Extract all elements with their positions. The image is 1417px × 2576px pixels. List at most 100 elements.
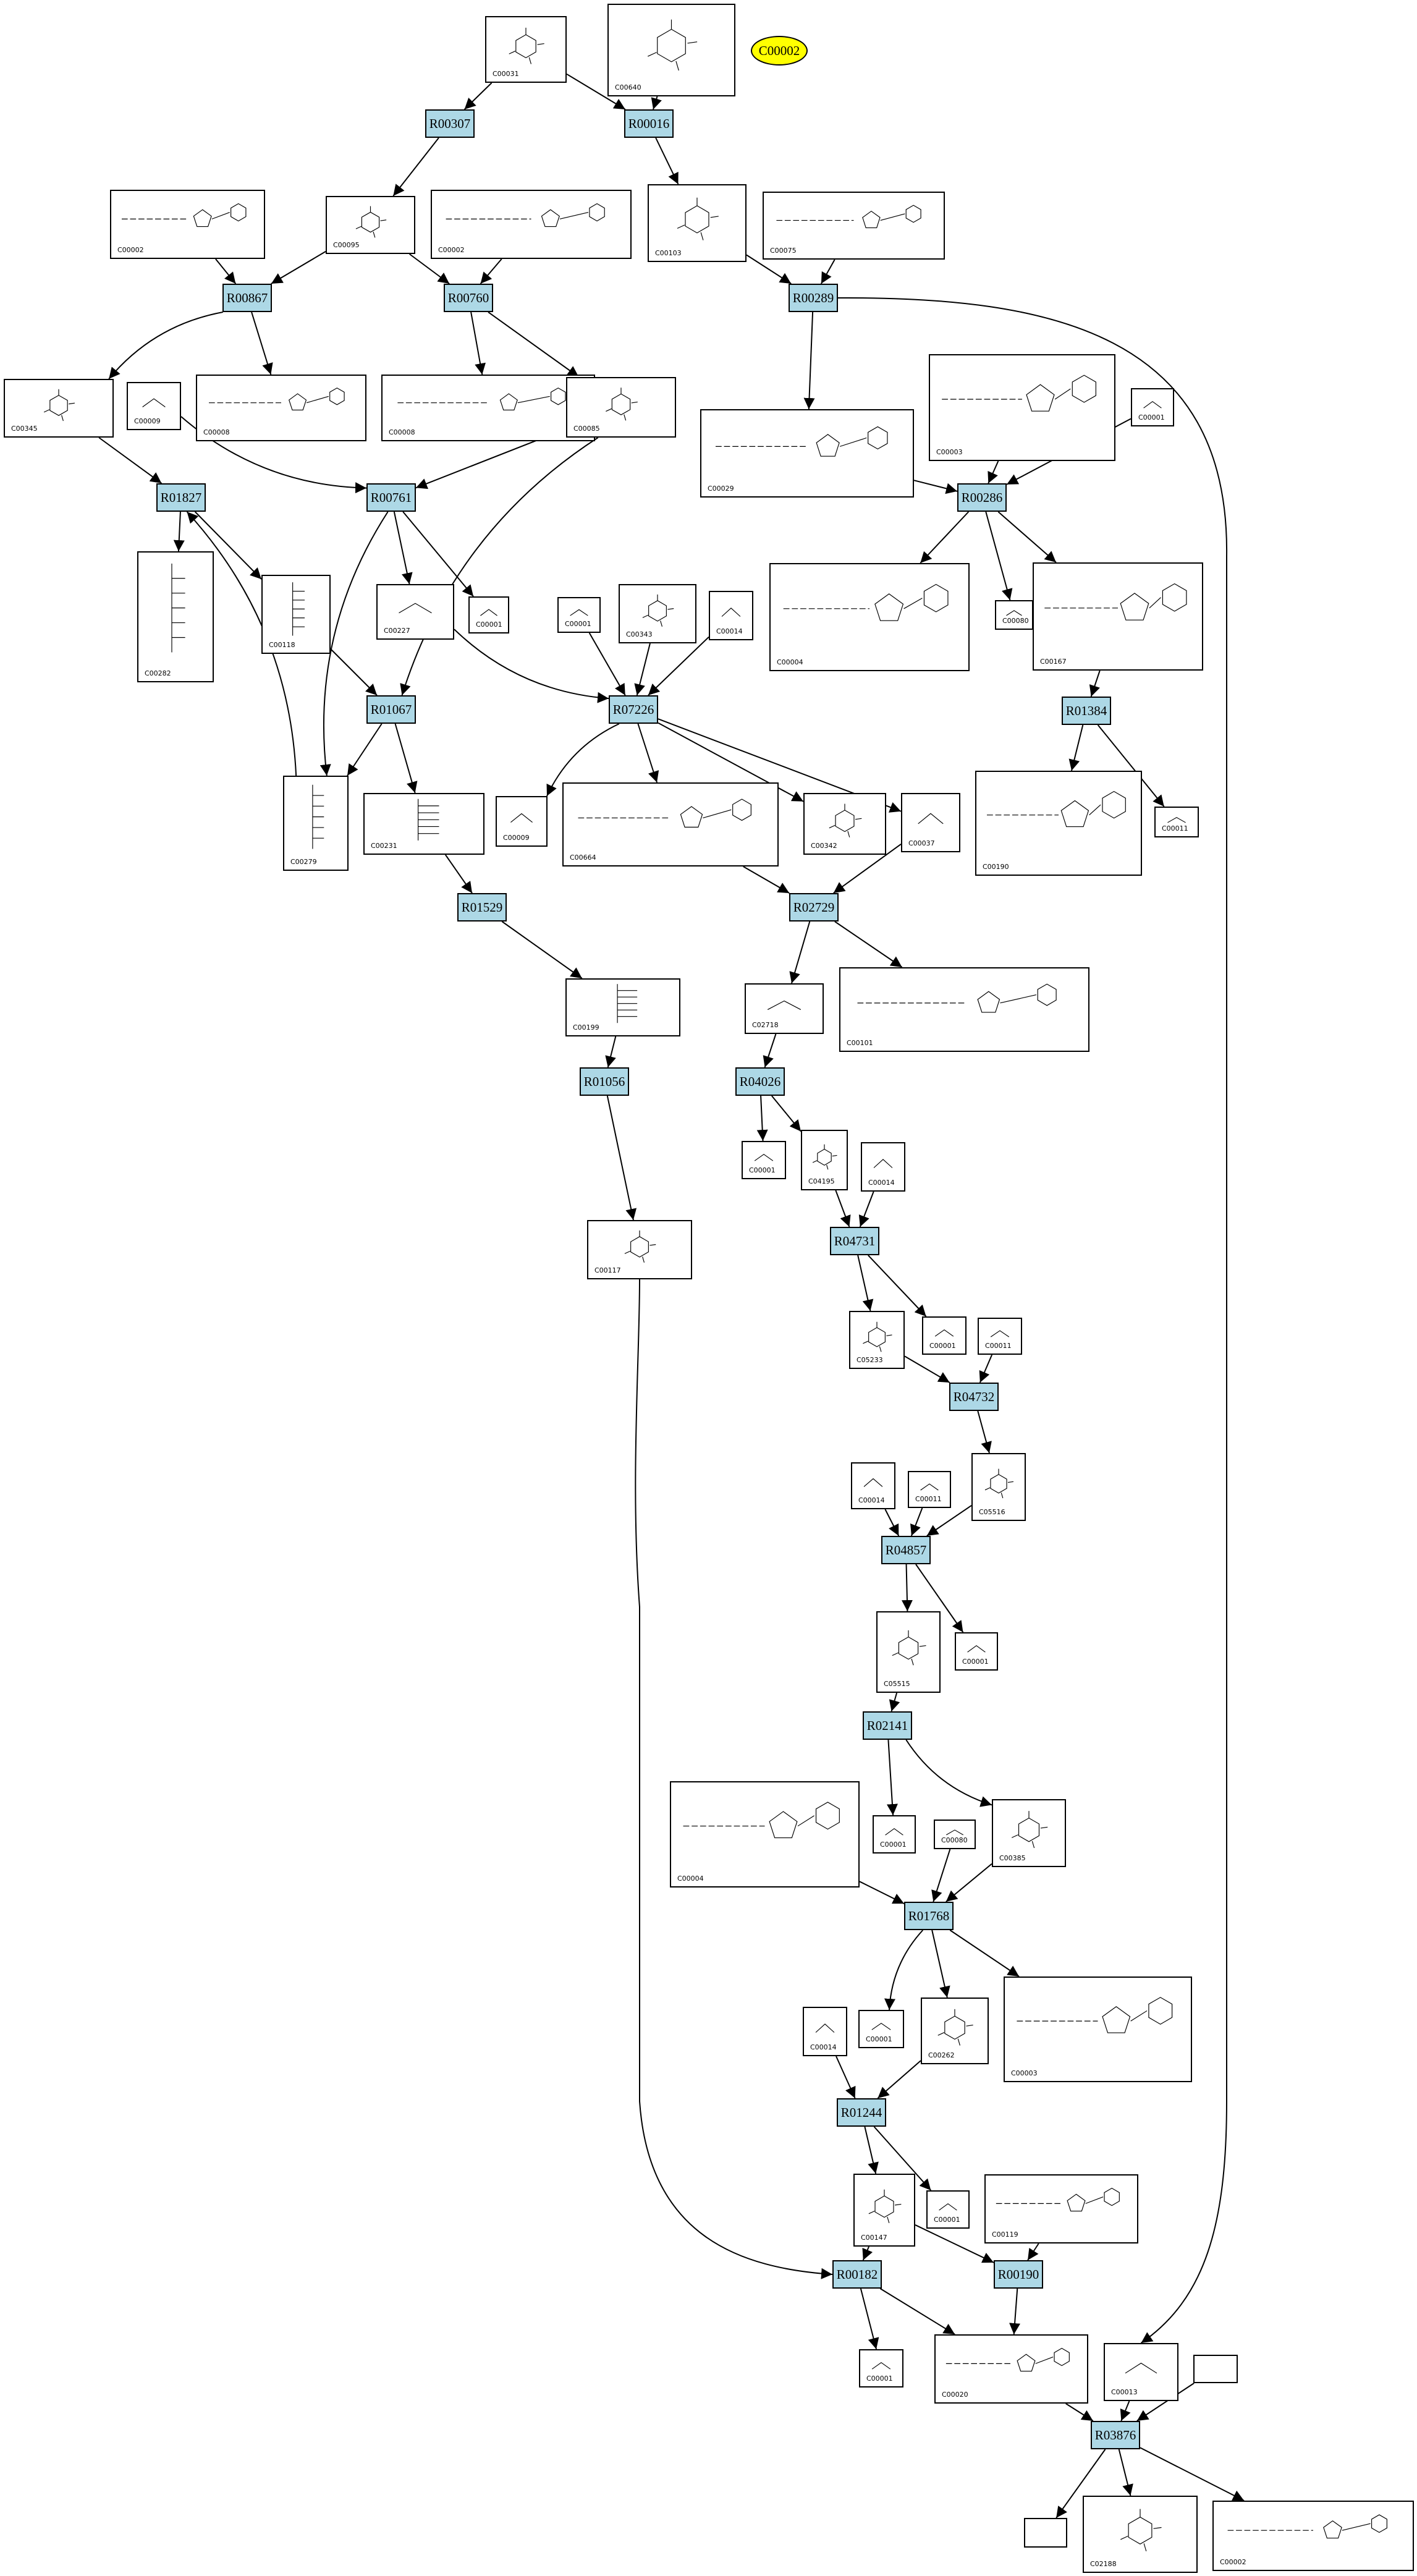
compound-c00080-c24[interactable]: C00080 [995, 600, 1033, 630]
compound-c00231-c27[interactable]: C00231 [363, 793, 484, 855]
compound-c00095-c4[interactable]: C00095 [326, 196, 415, 254]
compound-c00011-c43[interactable]: C00011 [978, 1318, 1022, 1355]
compound-c00190-c32[interactable]: C00190 [975, 771, 1142, 876]
compound-c00001-c15[interactable]: C00001 [1131, 388, 1174, 426]
compound-c00664-c29[interactable]: C00664 [562, 782, 779, 866]
compound-c00345-c8[interactable]: C00345 [4, 379, 114, 438]
compound-c05233-c41[interactable]: C05233 [849, 1311, 905, 1369]
reaction-r03876[interactable]: R03876 [1091, 2421, 1140, 2449]
compound-c00011-c33[interactable]: C00011 [1154, 807, 1199, 837]
compound-c00003-c56[interactable]: C00003 [1004, 1976, 1192, 2082]
compound-c00001-c37[interactable]: C00001 [742, 1141, 786, 1179]
compound-c00385-c52[interactable]: C00385 [992, 1799, 1066, 1867]
reaction-r00761[interactable]: R00761 [366, 483, 416, 512]
compound-c05516-c44[interactable]: C05516 [971, 1453, 1026, 1521]
reaction-r00867[interactable]: R00867 [222, 284, 272, 312]
compound-c00342-c30[interactable]: C00342 [803, 793, 886, 855]
compound-unlabeled-c63[interactable] [1193, 2355, 1238, 2383]
compound-c00001-c48[interactable]: C00001 [955, 1632, 998, 1671]
compound-c00004-c49[interactable]: C00004 [670, 1781, 860, 1888]
compound-c00029-c13[interactable]: C00029 [700, 409, 914, 498]
compound-c00117-c40[interactable]: C00117 [587, 1220, 692, 1279]
compound-c00001-c60[interactable]: C00001 [859, 2349, 903, 2387]
compound-c00119-c59[interactable]: C00119 [984, 2174, 1138, 2243]
compound-c00343-c21[interactable]: C00343 [619, 584, 696, 643]
highlight-compound-ellipse[interactable]: C00002 [751, 36, 808, 66]
compound-c00001-c20[interactable]: C00001 [557, 597, 601, 633]
compound-c00020-c61[interactable]: C00020 [934, 2334, 1088, 2404]
compound-id-label: C00119 [992, 2231, 1018, 2239]
compound-c00037-c31[interactable]: C00037 [901, 793, 960, 852]
reaction-r01244[interactable]: R01244 [837, 2098, 886, 2127]
reaction-r04026[interactable]: R04026 [735, 1067, 785, 1096]
reaction-r07226[interactable]: R07226 [609, 695, 658, 724]
reaction-r04731[interactable]: R04731 [830, 1227, 879, 1255]
compound-c00080-c51[interactable]: C00080 [934, 1820, 976, 1849]
compound-c00001-c42[interactable]: C00001 [922, 1316, 967, 1355]
reaction-r01067[interactable]: R01067 [366, 695, 416, 724]
compound-c00227-c18[interactable]: C00227 [376, 584, 454, 640]
compound-c00101-c36[interactable]: C00101 [839, 967, 1089, 1052]
compound-c00085-c12[interactable]: C00085 [566, 377, 676, 438]
compound-c00075-c7[interactable]: C00075 [763, 192, 945, 260]
reaction-r02141[interactable]: R02141 [863, 1711, 912, 1740]
compound-c00014-c53[interactable]: C00014 [803, 2007, 847, 2056]
compound-c00014-c45[interactable]: C00014 [851, 1462, 895, 1509]
edge-R00289-c62 [837, 297, 1228, 2344]
reaction-r04857[interactable]: R04857 [881, 1536, 931, 1564]
reaction-r04732[interactable]: R04732 [949, 1383, 999, 1411]
compound-c00009-c28[interactable]: C00009 [496, 796, 548, 847]
compound-c00002-c5[interactable]: C00002 [431, 190, 632, 259]
reaction-r00289[interactable]: R00289 [789, 284, 838, 312]
compound-c02718-c35[interactable]: C02718 [745, 983, 824, 1034]
edge-R07226-c28 [546, 723, 620, 797]
compound-c00147-c57[interactable]: C00147 [853, 2174, 915, 2247]
reaction-r01827[interactable]: R01827 [156, 483, 206, 512]
compound-c00011-c46[interactable]: C00011 [908, 1471, 951, 1508]
reaction-r01768[interactable]: R01768 [904, 1902, 954, 1930]
reaction-r00016[interactable]: R00016 [624, 109, 674, 138]
compound-c00279-c26[interactable]: C00279 [283, 776, 349, 871]
reaction-r01529[interactable]: R01529 [457, 893, 507, 922]
compound-c05515-c47[interactable]: C05515 [876, 1611, 941, 1693]
compound-c00001-c50[interactable]: C00001 [873, 1815, 916, 1854]
compound-c00640-c2[interactable]: C00640 [607, 4, 735, 96]
compound-c00001-c58[interactable]: C00001 [926, 2190, 970, 2229]
compound-c00008-c10[interactable]: C00008 [196, 375, 366, 441]
reaction-r01056[interactable]: R01056 [580, 1067, 629, 1096]
compound-c00013-c62[interactable]: C00013 [1104, 2343, 1178, 2401]
compound-c00009-c9[interactable]: C00009 [127, 382, 181, 430]
compound-c00002-c3[interactable]: C00002 [110, 190, 265, 259]
reaction-r00182[interactable]: R00182 [832, 2260, 882, 2289]
compound-c00262-c55[interactable]: C00262 [921, 1998, 989, 2064]
compound-c00199-c34[interactable]: C00199 [565, 978, 680, 1036]
structure-drawing [885, 1828, 903, 1836]
compound-c00002-c66[interactable]: C00002 [1212, 2501, 1414, 2571]
compound-c00001-c54[interactable]: C00001 [858, 2010, 904, 2048]
compound-id-label: C00011 [985, 1342, 1012, 1350]
compound-c00004-c23[interactable]: C00004 [769, 563, 970, 671]
compound-c00008-c11[interactable]: C00008 [381, 375, 595, 441]
reaction-r01384[interactable]: R01384 [1062, 697, 1111, 725]
compound-c00001-c19[interactable]: C00001 [468, 596, 509, 633]
reaction-r02729[interactable]: R02729 [789, 893, 839, 922]
compound-c00118-c17[interactable]: C00118 [261, 575, 331, 654]
compound-id-label: C00640 [615, 83, 641, 91]
compound-unlabeled-c64[interactable] [1024, 2518, 1067, 2548]
reaction-r00760[interactable]: R00760 [444, 284, 493, 312]
compound-c00167-c25[interactable]: C00167 [1033, 562, 1203, 671]
compound-c00031-c1[interactable]: C00031 [485, 16, 567, 83]
compound-c00014-c22[interactable]: C00014 [709, 591, 753, 640]
reaction-r00286[interactable]: R00286 [957, 483, 1007, 512]
compound-c02188-c65[interactable]: C02188 [1083, 2496, 1198, 2573]
compound-c00103-c6[interactable]: C00103 [648, 184, 747, 262]
compound-c04195-c38[interactable]: C04195 [801, 1130, 848, 1190]
substituent-bond [966, 2024, 973, 2027]
compound-c00014-c39[interactable]: C00014 [861, 1142, 905, 1192]
reaction-r00190[interactable]: R00190 [994, 2260, 1043, 2289]
compound-c00003-c14[interactable]: C00003 [929, 354, 1115, 461]
edge-c5-R00760 [480, 258, 502, 284]
compound-id-label: C00001 [565, 620, 591, 628]
reaction-r00307[interactable]: R00307 [425, 109, 475, 138]
compound-c00282-c16[interactable]: C00282 [137, 551, 214, 682]
